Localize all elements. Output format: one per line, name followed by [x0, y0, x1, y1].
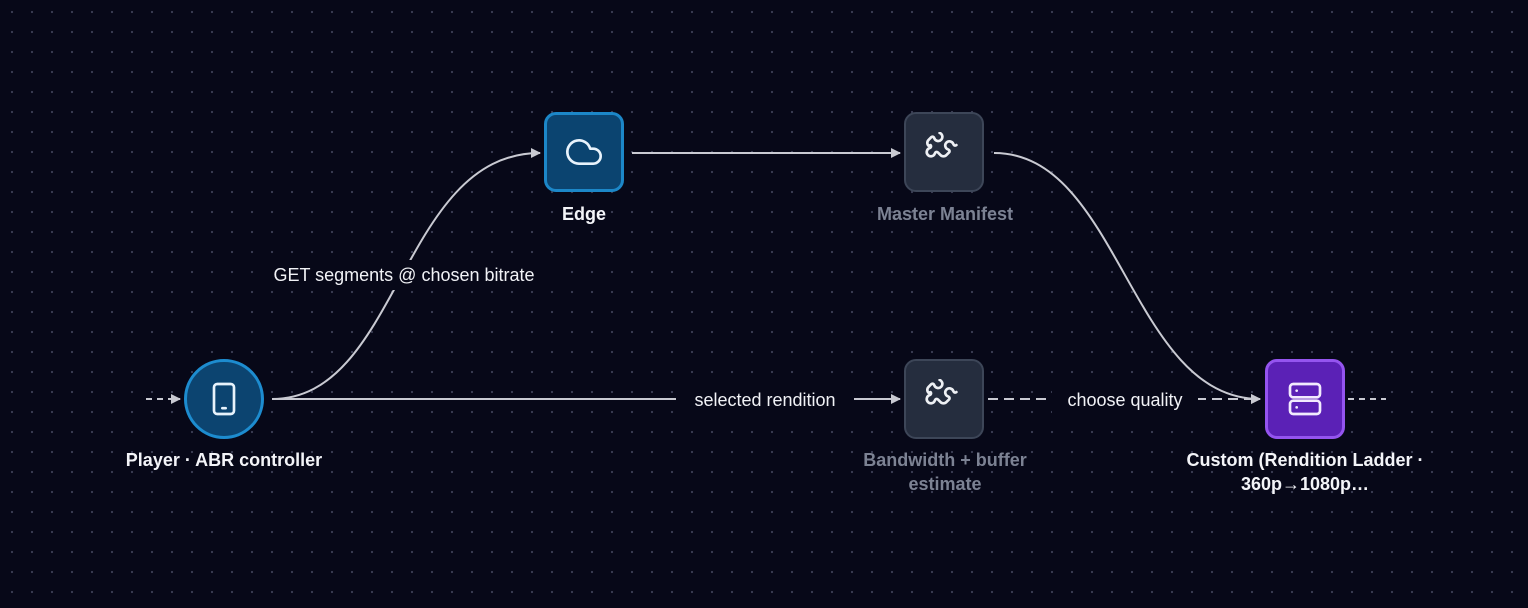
edge-label-choose-quality: choose quality: [1067, 390, 1182, 410]
edge-label-bg: [254, 260, 554, 290]
server-icon: [1288, 382, 1322, 416]
node-custom-rendition-ladder[interactable]: [1265, 359, 1345, 439]
tablet-icon: [212, 382, 236, 416]
cloud-icon: [566, 139, 602, 165]
node-label-bandwidth-estimate: Bandwidth + buffer estimate: [863, 450, 1027, 494]
puzzle-icon: [925, 379, 958, 405]
puzzle-icon: [925, 132, 958, 158]
edge-label-bg: [676, 385, 854, 415]
node-player[interactable]: [184, 359, 264, 439]
node-label-master-manifest: Master Manifest: [876, 204, 1014, 224]
edge-label-bg: [1052, 385, 1198, 415]
node-edge[interactable]: [544, 112, 624, 192]
edge-label-get-segments: GET segments @ chosen bitrate: [273, 265, 534, 285]
node-label-player: Player · ABR controller: [125, 450, 323, 470]
edge-master-to-custom[interactable]: [993, 152, 1261, 404]
node-label-edge: Edge: [561, 204, 606, 224]
node-master-manifest[interactable]: [904, 112, 984, 192]
node-label-custom: Custom (Rendition Ladder · 360p→1080p…: [1186, 450, 1424, 494]
edge-label-selected-rendition: selected rendition: [694, 390, 835, 410]
node-bandwidth-estimate[interactable]: [904, 359, 984, 439]
